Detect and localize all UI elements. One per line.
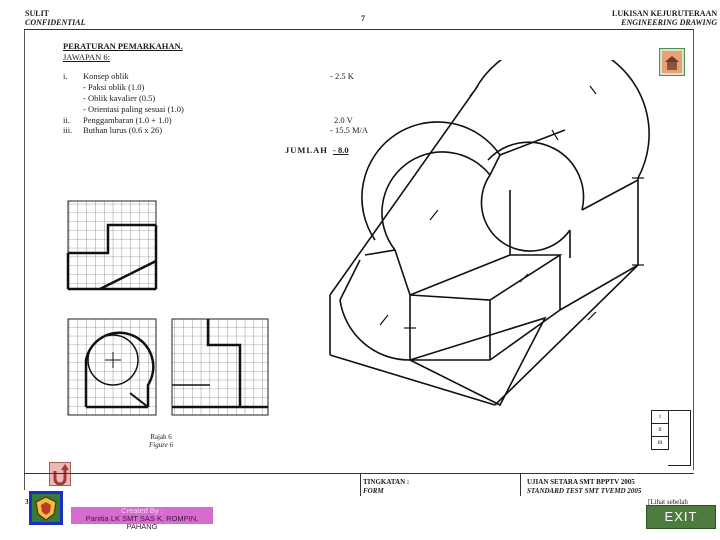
grid-front-view bbox=[67, 318, 157, 416]
tingkatan-label: TINGKATAN : bbox=[363, 478, 410, 486]
grid-top-view bbox=[66, 200, 158, 291]
row-mark-5: 2.0 V bbox=[334, 115, 353, 125]
side-table: i ii iii bbox=[651, 410, 669, 450]
side-table-row-2: ii bbox=[652, 424, 668, 437]
row-text-4: - Orientasi paling sesuai (1.0) bbox=[83, 104, 184, 114]
u-turn-arrow-icon bbox=[53, 464, 69, 486]
row-mark-6: - 15.5 M/A bbox=[330, 125, 369, 135]
page-left-border bbox=[24, 30, 25, 490]
footer-code: 3 bbox=[25, 498, 29, 506]
marking-scheme: PERATURAN PEMARKAHAN. JAWAPAN 6: i. Kons… bbox=[63, 41, 393, 161]
credit-bar: Created By : Panitia LK SMT SAS K. ROMPI… bbox=[70, 506, 214, 531]
house-icon bbox=[662, 51, 682, 73]
grid-side-view bbox=[171, 318, 269, 416]
side-table-row-3: iii bbox=[657, 440, 663, 446]
figure-caption-ms: Rajah 6 bbox=[150, 433, 172, 441]
figure-caption: Rajah 6 Figure 6 bbox=[136, 433, 186, 449]
back-button[interactable] bbox=[49, 462, 71, 486]
marking-subtitle: JAWAPAN 6: bbox=[63, 52, 110, 62]
school-crest-icon bbox=[35, 496, 57, 521]
total-value: - 8.0 bbox=[333, 145, 349, 155]
header-right: LUKISAN KEJURUTERAAN ENGINEERING DRAWING bbox=[612, 9, 717, 27]
total-label: JUMLAH bbox=[285, 145, 328, 155]
side-table-row-1: i bbox=[652, 411, 668, 424]
exit-button[interactable]: EXIT bbox=[646, 505, 716, 529]
exam-line-1: UJIAN SETARA SMT BPPTV 2005 bbox=[527, 478, 635, 486]
home-button[interactable] bbox=[659, 48, 685, 76]
row-num-5: ii. bbox=[63, 115, 70, 125]
row-text-5: Penggambaran (1.0 + 1.0) bbox=[83, 115, 172, 125]
credit-line-1: Created By : bbox=[121, 506, 163, 515]
orthographic-views bbox=[66, 200, 269, 416]
page-number: 7 bbox=[361, 14, 365, 23]
header-confidential: CONFIDENTIAL bbox=[25, 18, 86, 27]
form-label: FORM bbox=[363, 487, 384, 495]
side-table-marks bbox=[668, 410, 691, 466]
header-rule bbox=[24, 29, 694, 30]
row-num-6: iii. bbox=[63, 125, 73, 135]
header-sulit: SULIT bbox=[25, 9, 50, 18]
school-logo bbox=[29, 491, 63, 525]
footer-divider-2 bbox=[520, 474, 521, 496]
footer-divider-1 bbox=[360, 474, 361, 496]
row-text-6: Buthan lurus (0.6 x 26) bbox=[83, 125, 163, 135]
header-engineering: ENGINEERING DRAWING bbox=[621, 18, 718, 27]
footer-rule bbox=[24, 473, 694, 474]
row-text-2: - Paksi oblik (1.0) bbox=[83, 82, 145, 92]
page-right-border bbox=[693, 30, 694, 470]
header-lukisan: LUKISAN KEJURUTERAAN bbox=[612, 9, 718, 18]
figure-caption-en: Figure 6 bbox=[148, 441, 174, 449]
credit-line-2: Panitia LK SMT SAS K. ROMPIN, PAHANG bbox=[85, 514, 199, 531]
marking-title: PERATURAN PEMARKAHAN. bbox=[63, 41, 183, 51]
row-num-1: i. bbox=[63, 71, 68, 81]
row-mark-1: - 2.5 K bbox=[330, 71, 354, 81]
exam-line-2: STANDARD TEST SMT TVEMD 2005 bbox=[527, 487, 642, 495]
next-page-text: [Lihat sebelah bbox=[648, 498, 688, 506]
row-text-1: Konsep oblik bbox=[83, 71, 129, 81]
row-text-3: - Oblik kavalier (0.5) bbox=[83, 93, 156, 103]
header-left: SULIT CONFIDENTIAL bbox=[25, 9, 85, 27]
oblique-drawing bbox=[329, 60, 650, 407]
